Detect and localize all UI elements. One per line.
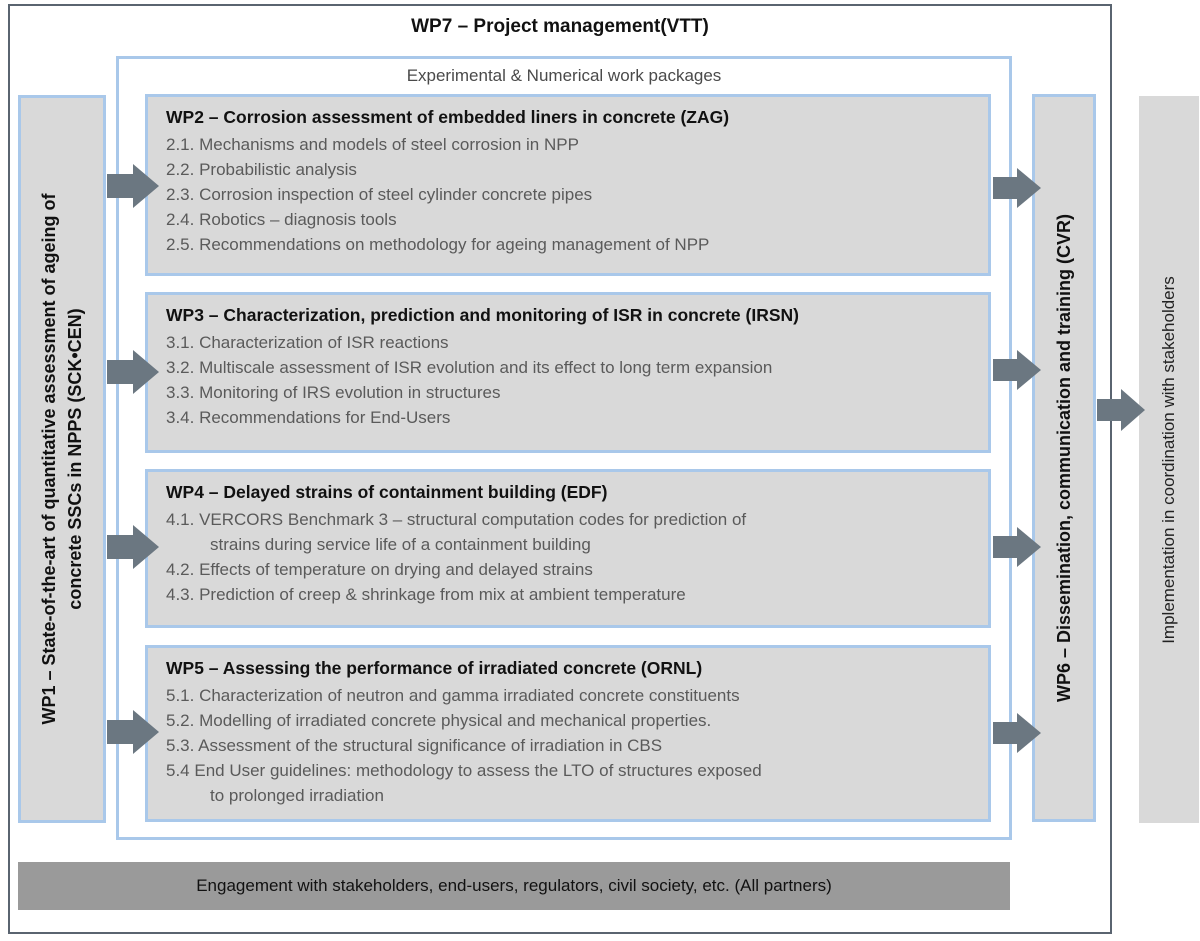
arrow-right-icon [107, 525, 159, 569]
wp5-item-1: 5.1. Characterization of neutron and gam… [166, 686, 740, 705]
arrow-right-icon [107, 350, 159, 394]
arrow-right-icon [993, 168, 1041, 208]
wp6-box: WP6 – Dissemination, communication and t… [1032, 94, 1096, 822]
wp1-label-line1: WP1 – State-of-the-art of quantitative a… [39, 193, 59, 725]
wp1-label: WP1 – State-of-the-art of quantitative a… [36, 193, 88, 724]
wp5-box: WP5 – Assessing the performance of irrad… [145, 645, 991, 822]
wp3-item-2: 3.2. Multiscale assessment of ISR evolut… [166, 358, 773, 377]
wp4-box: WP4 – Delayed strains of containment bui… [145, 469, 991, 628]
wp3-item-1: 3.1. Characterization of ISR reactions [166, 333, 449, 352]
wp3-title: WP3 – Characterization, prediction and m… [166, 305, 799, 325]
implementation-label: Implementation in coordination with stak… [1159, 275, 1178, 644]
arrow-right-icon [1097, 389, 1145, 431]
wp5-item-4-continued: to prolonged irradiation [210, 786, 384, 805]
arrow-right-icon [107, 710, 159, 754]
wp4-item-1: 4.1. VERCORS Benchmark 3 – structural co… [166, 510, 747, 529]
wp4-item-3: 4.3. Prediction of creep & shrinkage fro… [166, 585, 686, 604]
wp3-box: WP3 – Characterization, prediction and m… [145, 292, 991, 453]
wp4-item-2: 4.2. Effects of temperature on drying an… [166, 560, 593, 579]
experimental-numerical-title: Experimental & Numerical work packages [406, 66, 722, 85]
arrow-right-icon [993, 350, 1041, 390]
wp4-item-1-continued: strains during service life of a contain… [210, 535, 591, 554]
wp4-title: WP4 – Delayed strains of containment bui… [166, 482, 608, 502]
wp3-item-3: 3.3. Monitoring of IRS evolution in stru… [166, 383, 501, 402]
implementation-box: Implementation in coordination with stak… [1139, 96, 1199, 823]
wp2-item-2: 2.2. Probabilistic analysis [166, 160, 357, 179]
wp6-label: WP6 – Dissemination, communication and t… [1054, 213, 1074, 703]
wp3-item-4: 3.4. Recommendations for End-Users [166, 408, 451, 427]
engagement-bar: Engagement with stakeholders, end-users,… [18, 862, 1010, 910]
wp2-box: WP2 – Corrosion assessment of embedded l… [145, 94, 991, 276]
wp2-title: WP2 – Corrosion assessment of embedded l… [166, 107, 730, 127]
wp2-item-4: 2.4. Robotics – diagnosis tools [166, 210, 397, 229]
wp2-item-3: 2.3. Corrosion inspection of steel cylin… [166, 185, 593, 204]
wp7-title: WP7 – Project management(VTT) [411, 16, 709, 37]
wp2-item-5: 2.5. Recommendations on methodology for … [166, 235, 710, 254]
wp2-item-1: 2.1. Mechanisms and models of steel corr… [166, 135, 579, 154]
wp1-box: WP1 – State-of-the-art of quantitative a… [18, 95, 106, 823]
wp5-item-3: 5.3. Assessment of the structural signif… [166, 736, 663, 755]
wp1-label-line2: concrete SSCs in NPPS (SCK•CEN) [65, 308, 85, 610]
wp5-item-2: 5.2. Modelling of irradiated concrete ph… [166, 711, 712, 730]
wp5-item-4: 5.4 End User guidelines: methodology to … [166, 761, 762, 780]
arrow-right-icon [993, 527, 1041, 567]
wp5-title: WP5 – Assessing the performance of irrad… [166, 658, 703, 678]
arrow-right-icon [107, 164, 159, 208]
arrow-right-icon [993, 713, 1041, 753]
